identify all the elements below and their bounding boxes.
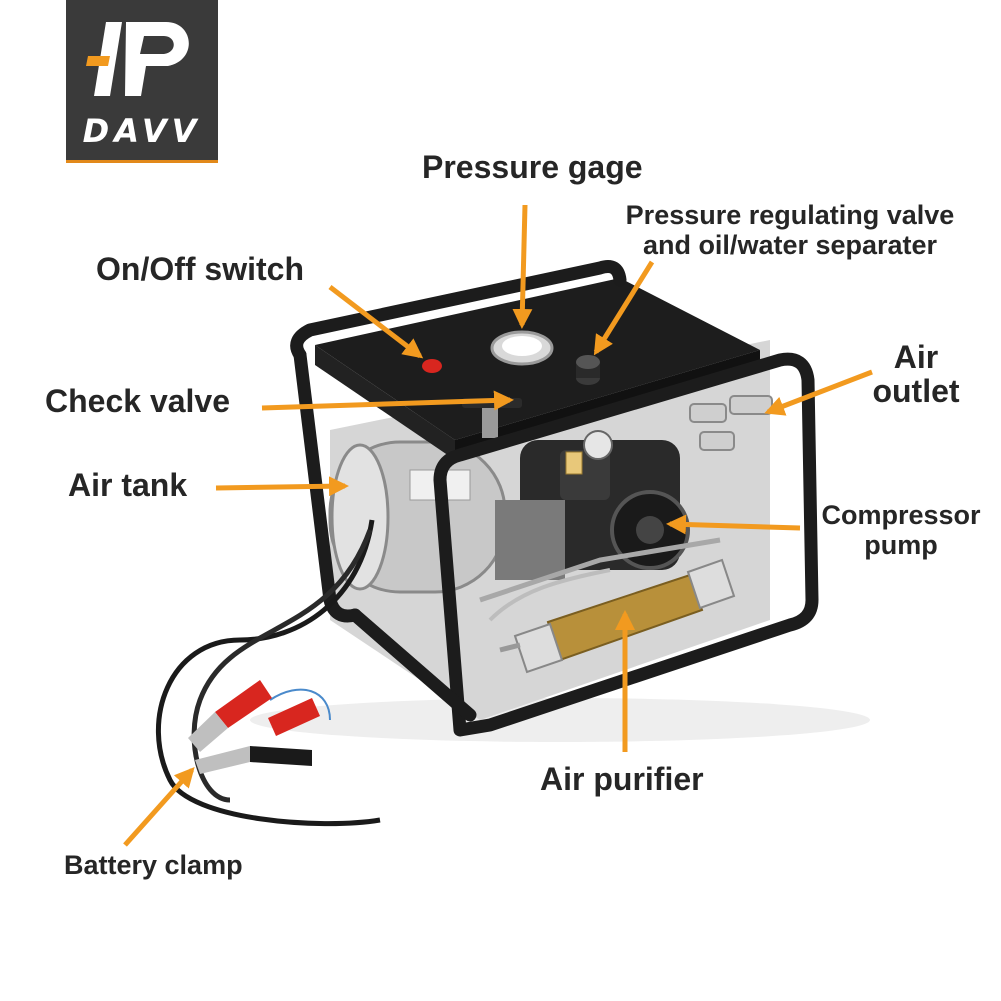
label-pressure-gage: Pressure gage <box>422 149 643 185</box>
label-line: Air <box>893 339 939 375</box>
label-air-outlet: Air outlet <box>866 340 966 408</box>
label-check-valve: Check valve <box>45 383 231 419</box>
regulating-valve <box>576 355 600 385</box>
label-battery-clamp: Battery clamp <box>64 850 243 880</box>
heatsink <box>495 500 565 580</box>
label-line: pump <box>864 530 938 560</box>
pressure-gauge <box>490 330 554 366</box>
frame <box>290 260 819 737</box>
air-tubing <box>479 537 721 603</box>
logo-text: DAVV <box>82 112 202 150</box>
label-line: outlet <box>872 373 960 409</box>
arrow-on-off-switch <box>328 285 424 359</box>
logo-mark-icon <box>86 22 189 96</box>
label-pressure-regulating-valve: Pressure regulating valve and oil/water … <box>620 200 960 260</box>
label-air-purifier: Air purifier <box>540 761 704 797</box>
ground-shadow <box>250 698 870 742</box>
arrow-regulating-valve <box>593 260 655 356</box>
battery-cable <box>155 519 381 827</box>
air-tank <box>328 440 507 594</box>
label-air-tank: Air tank <box>68 467 188 503</box>
on-off-switch <box>422 359 442 373</box>
label-line: and oil/water separater <box>642 230 938 260</box>
arrow-check-valve <box>261 390 514 411</box>
air-outlet-fittings <box>689 395 773 451</box>
label-on-off-switch: On/Off switch <box>96 251 304 287</box>
arrow-air-tank <box>215 476 349 497</box>
arrow-air-outlet <box>764 369 873 416</box>
battery-clamps <box>188 680 320 774</box>
brand-logo: DAVV <box>66 0 218 160</box>
arrow-compressor-pump <box>666 514 801 535</box>
label-line: Pressure regulating valve <box>625 200 955 230</box>
label-line: Compressor <box>821 500 981 530</box>
arrow-battery-clamp <box>123 767 195 847</box>
arrow-pressure-gage <box>512 204 533 329</box>
label-compressor-pump: Compressor pump <box>808 500 994 560</box>
